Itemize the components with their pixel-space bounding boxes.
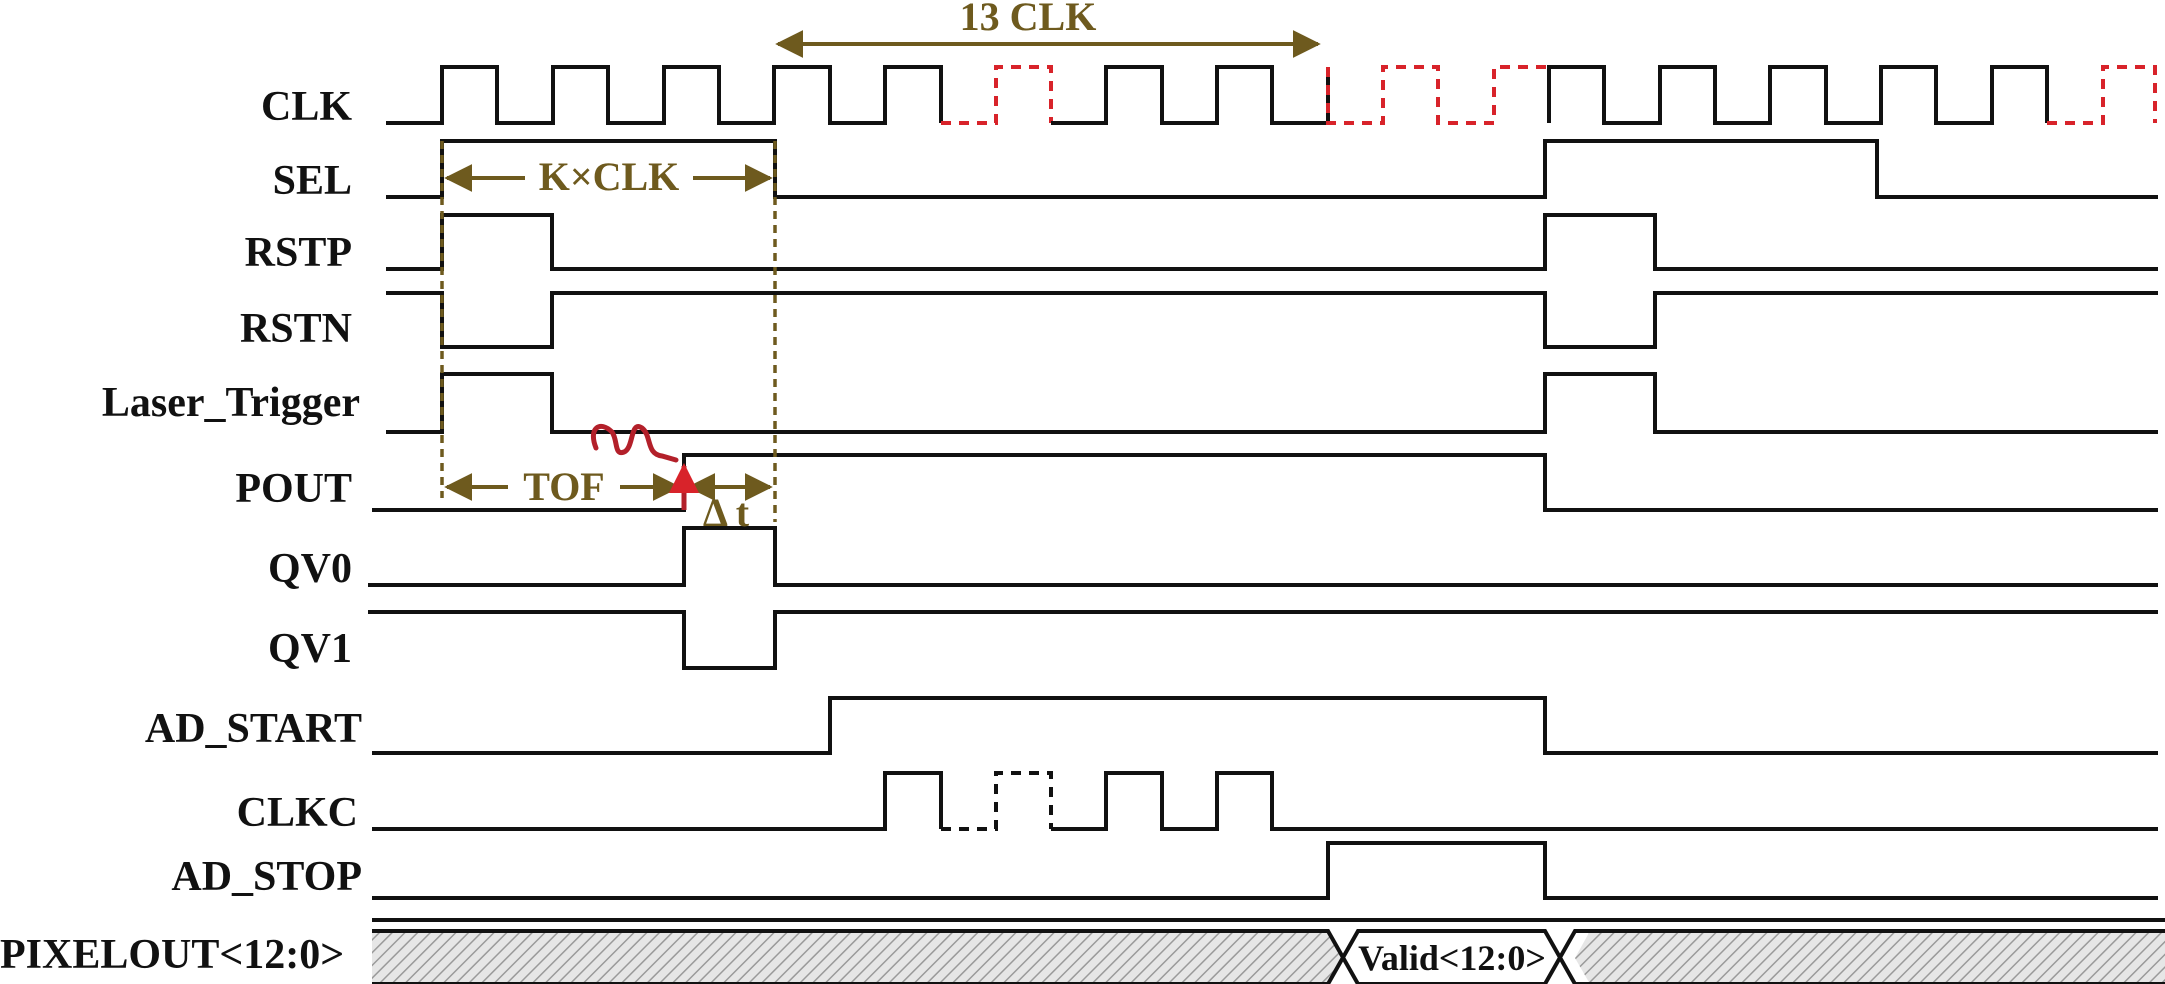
clkc-label: CLKC (237, 790, 358, 836)
clk-wave-b (1051, 65, 1330, 125)
qv1-label: QV1 (268, 626, 352, 672)
clk-span-label: 13 CLK (960, 0, 1097, 39)
clk-wave-c (1547, 65, 2049, 125)
clk-wave-dashed-a (941, 65, 1053, 125)
qv1-wave (368, 610, 2158, 670)
clkc-wave-dashed (941, 771, 1053, 831)
rstn-label: RSTN (240, 306, 352, 352)
rstp-label: RSTP (245, 230, 352, 276)
ad-start-wave (372, 696, 2158, 755)
clk-wave-dashed-c (2047, 65, 2157, 125)
clk-wave-dashed-b (1326, 65, 1551, 125)
k-clk-label: K×CLK (539, 154, 680, 199)
ad-start-label: AD_START (145, 706, 362, 752)
clk-wave-a (386, 65, 943, 125)
ad-stop-wave (372, 841, 2158, 900)
pixelout-bus (372, 929, 2165, 984)
clk-label: CLK (261, 84, 352, 130)
pixelout-hatch-left (372, 931, 1343, 984)
pixelout-label: PIXELOUT<12:0> (0, 932, 344, 978)
clkc-wave-a (372, 771, 943, 831)
clkc-wave-b (1051, 771, 2158, 831)
valid-label: Valid<12:0> (1358, 938, 1546, 978)
delta-t-label: Δ t (703, 490, 750, 535)
sel-label: SEL (273, 158, 352, 204)
pout-wave (372, 453, 2158, 512)
laser-trigger-wave (386, 372, 2158, 434)
rstp-wave (386, 213, 2158, 271)
rstn-wave (386, 291, 2158, 349)
pixelout-hatch-right (1575, 931, 2165, 984)
qv0-label: QV0 (268, 546, 352, 592)
tof-label: TOF (523, 464, 605, 509)
pout-label: POUT (235, 466, 352, 512)
photon-squiggle (590, 424, 679, 463)
ad-stop-label: AD_STOP (171, 854, 362, 900)
qv0-wave (368, 526, 2158, 587)
laser-trigger-label: Laser_Trigger (102, 380, 360, 426)
